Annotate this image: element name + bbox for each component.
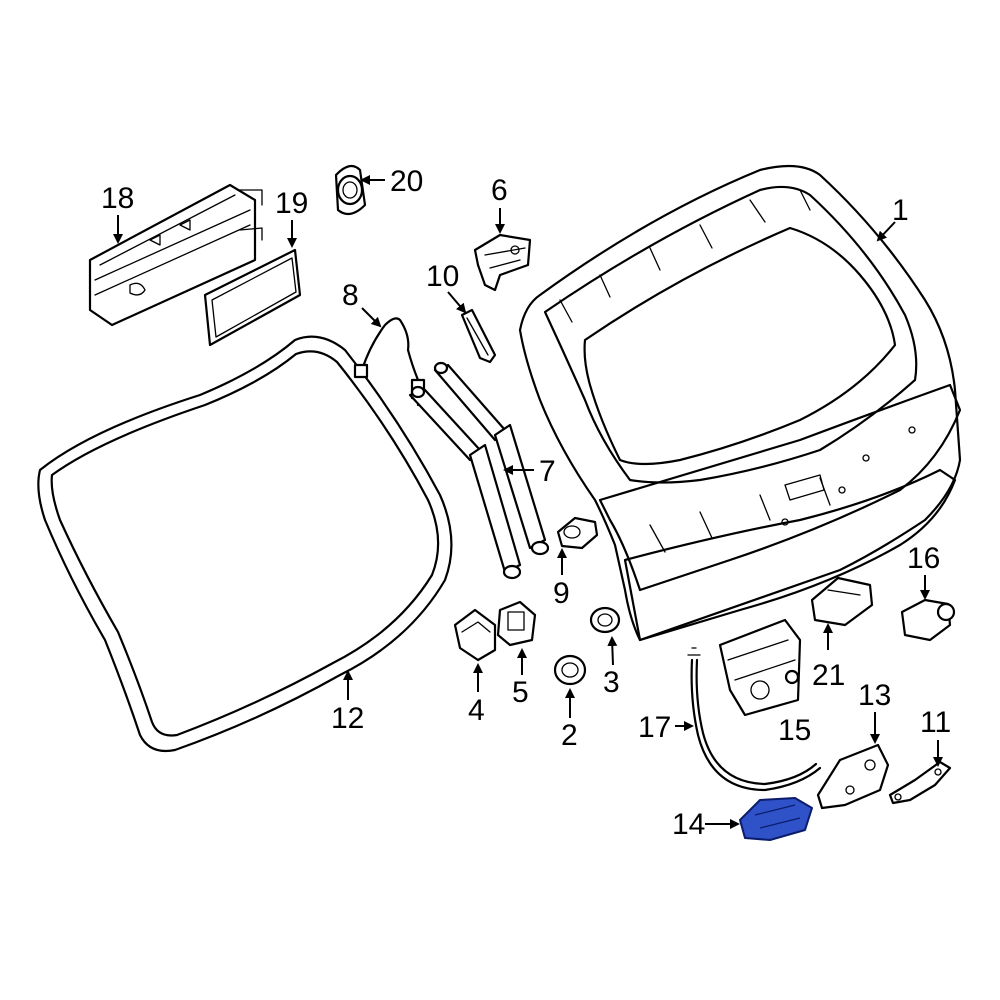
- callout-20: 20: [360, 165, 423, 198]
- callout-15: 15: [778, 714, 811, 747]
- part-12-weatherstrip[interactable]: [37, 335, 453, 753]
- callout-7: 7: [503, 455, 556, 488]
- callout-label-17: 17: [638, 711, 671, 744]
- part-4-stop[interactable]: [453, 608, 497, 662]
- callout-5: 5: [512, 648, 529, 709]
- part-10-bracket[interactable]: [460, 308, 497, 364]
- callout-label-14: 14: [672, 808, 705, 841]
- callout-9: 9: [553, 548, 570, 610]
- callout-label-6: 6: [491, 174, 508, 207]
- callout-label-18: 18: [101, 182, 134, 215]
- part-2-bumper[interactable]: [553, 654, 587, 686]
- callout-8: 8: [342, 279, 382, 328]
- callout-16: 16: [907, 542, 940, 600]
- callout-11: 11: [920, 706, 951, 767]
- part-18-control-module[interactable]: [88, 183, 263, 327]
- callout-label-13: 13: [858, 679, 891, 712]
- callout-label-3: 3: [603, 666, 620, 699]
- part-20-lock-cylinder[interactable]: [334, 164, 367, 216]
- callout-17: 17: [638, 711, 694, 744]
- part-7-gas-struts[interactable]: [408, 361, 550, 580]
- part-11-striker[interactable]: [888, 760, 952, 805]
- callout-10: 10: [426, 260, 467, 314]
- callout-label-2: 2: [561, 719, 578, 752]
- callout-1: 1: [876, 194, 909, 242]
- part-17-release-cable[interactable]: [687, 647, 822, 792]
- part-14-cover-highlighted[interactable]: [739, 797, 813, 841]
- part-9-bumper[interactable]: [556, 516, 599, 550]
- part-1-liftgate[interactable]: [518, 164, 962, 642]
- callout-label-11: 11: [920, 706, 951, 739]
- callout-label-15: 15: [778, 714, 811, 747]
- part-6-hinge[interactable]: [473, 233, 532, 292]
- callout-6: 6: [491, 174, 508, 234]
- callout-label-8: 8: [342, 279, 359, 312]
- part-16-sensor[interactable]: [900, 598, 956, 642]
- callout-14: 14: [672, 808, 740, 841]
- callout-21: 21: [812, 623, 845, 692]
- callout-label-7: 7: [539, 455, 556, 488]
- callout-label-20: 20: [390, 165, 423, 198]
- callout-label-10: 10: [426, 260, 459, 293]
- callout-4: 4: [468, 663, 485, 727]
- callout-label-1: 1: [892, 194, 909, 227]
- part-21-switch[interactable]: [810, 576, 874, 627]
- callout-label-4: 4: [468, 694, 485, 727]
- callout-label-9: 9: [553, 577, 570, 610]
- part-13-latch[interactable]: [816, 743, 890, 810]
- callout-19: 19: [275, 187, 308, 248]
- callout-label-19: 19: [275, 187, 308, 220]
- callout-3: 3: [603, 636, 620, 699]
- part-5-bumper-block[interactable]: [496, 600, 537, 647]
- part-19-pad[interactable]: [203, 248, 302, 347]
- callout-12: 12: [331, 670, 364, 735]
- part-15-actuator[interactable]: [718, 618, 802, 717]
- callout-label-5: 5: [512, 676, 529, 709]
- callout-label-21: 21: [812, 659, 845, 692]
- callout-18: 18: [101, 182, 134, 244]
- callout-13: 13: [858, 679, 891, 744]
- callout-label-12: 12: [331, 702, 364, 735]
- callout-2: 2: [561, 688, 578, 752]
- part-3-grommet[interactable]: [589, 606, 621, 634]
- callout-label-16: 16: [907, 542, 940, 575]
